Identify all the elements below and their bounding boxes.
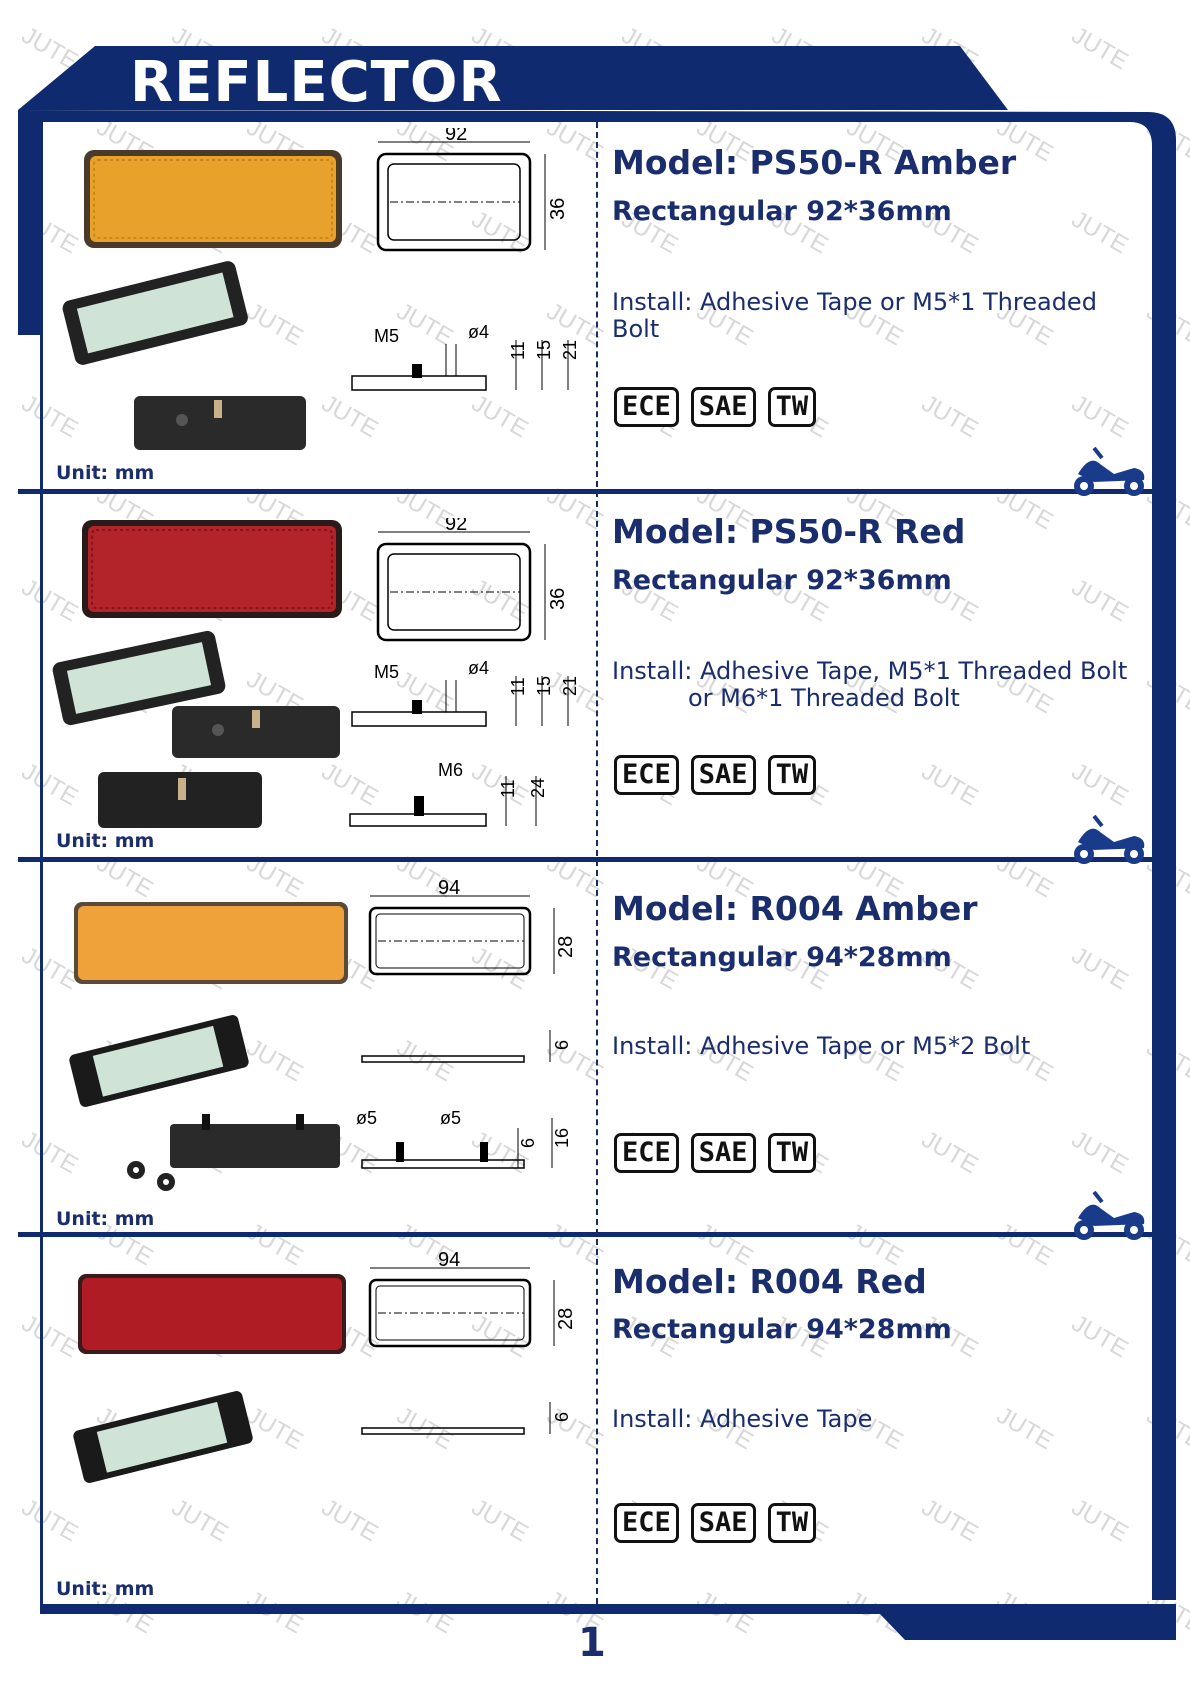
reflector-photo-back-alt	[98, 772, 262, 828]
technical-drawing-top: 94 28	[368, 1249, 577, 1348]
page-number: 1	[578, 1620, 606, 1666]
svg-text:92: 92	[445, 128, 467, 145]
svg-text:M5: M5	[374, 326, 399, 346]
svg-text:11: 11	[508, 677, 528, 696]
cert-ece: ECE	[614, 1503, 679, 1543]
cert-tw: TW	[767, 1503, 817, 1543]
page-title: REFLECTOR	[130, 50, 503, 115]
svg-text:M6: M6	[438, 760, 463, 780]
svg-text:36: 36	[547, 198, 569, 220]
model-dimensions: Rectangular 92*36mm	[612, 196, 952, 227]
reflector-photo-adhesive	[52, 630, 226, 726]
certification-badges: ECE SAE TW	[614, 1133, 817, 1173]
install-info: Install: Adhesive Tape or M5*1 Threaded …	[612, 289, 1132, 343]
svg-text:94: 94	[438, 877, 460, 899]
model-name: Model: PS50-R Amber	[612, 143, 1017, 182]
technical-drawing-side: M5 ø4 11 15 21	[351, 658, 580, 727]
install-info: Install: Adhesive Tape or M5*2 Bolt	[612, 1033, 1132, 1060]
unit-label: Unit: mm	[56, 830, 155, 852]
cert-sae: SAE	[690, 387, 756, 427]
technical-drawing-side-m6: M6 11 24	[349, 760, 548, 827]
technical-drawing-top: 94 28	[368, 877, 577, 976]
reflector-photo-back	[170, 1114, 340, 1168]
section-divider	[18, 489, 1158, 494]
svg-text:6: 6	[552, 1040, 572, 1050]
scooter-icon	[1074, 1190, 1145, 1240]
svg-text:15: 15	[534, 340, 554, 360]
cert-tw: TW	[767, 1133, 817, 1173]
model-name: Model: PS50-R Red	[612, 512, 966, 551]
svg-text:M5: M5	[374, 662, 399, 682]
cert-tw: TW	[767, 755, 817, 795]
scooter-icon	[1074, 814, 1145, 864]
svg-text:28: 28	[555, 1308, 577, 1330]
install-info: Install: Adhesive Tape, M5*1 Threaded Bo…	[612, 658, 1132, 712]
svg-text:ø5: ø5	[356, 1108, 377, 1128]
cert-sae: SAE	[690, 1133, 756, 1173]
reflector-photo-adhesive	[62, 261, 248, 365]
cert-ece: ECE	[614, 755, 679, 795]
reflector-photo-adhesive	[73, 1391, 253, 1483]
svg-text:ø4: ø4	[468, 658, 489, 678]
technical-drawing-side: 6	[361, 1402, 572, 1435]
model-dimensions: Rectangular 92*36mm	[612, 565, 952, 596]
cert-sae: SAE	[690, 1503, 756, 1543]
column-separator	[596, 122, 598, 1604]
svg-text:15: 15	[534, 676, 554, 696]
reflector-photo-back	[172, 706, 340, 758]
install-line: Install: Adhesive Tape, M5*1 Threaded Bo…	[612, 657, 1128, 685]
svg-text:21: 21	[560, 340, 580, 360]
svg-text:ø5: ø5	[440, 1108, 461, 1128]
svg-text:24: 24	[528, 778, 548, 798]
install-line: Install: Adhesive Tape or M5*2 Bolt	[612, 1032, 1031, 1060]
install-line: Install: Adhesive Tape	[612, 1405, 873, 1433]
svg-text:21: 21	[560, 676, 580, 696]
svg-text:6: 6	[518, 1138, 538, 1148]
reflector-photo-front	[78, 1274, 346, 1354]
cert-ece: ECE	[614, 387, 679, 427]
reflector-photo-front	[82, 520, 342, 618]
install-line: or M6*1 Threaded Bolt	[688, 684, 960, 712]
model-dimensions: Rectangular 94*28mm	[612, 942, 952, 973]
washers-photo	[127, 1161, 175, 1191]
install-line: Install: Adhesive Tape or M5*1 Threaded …	[612, 288, 1097, 343]
svg-text:92: 92	[445, 518, 467, 535]
svg-text:16: 16	[552, 1128, 572, 1148]
technical-drawing-side-bolts: ø5 ø5 6 16	[356, 1108, 572, 1169]
technical-drawing-top: 92 36	[376, 128, 569, 252]
unit-label: Unit: mm	[56, 1208, 155, 1230]
technical-drawing-top: 92 36	[376, 518, 569, 642]
svg-text:94: 94	[438, 1249, 460, 1271]
reflector-photo-adhesive	[69, 1015, 249, 1107]
certification-badges: ECE SAE TW	[614, 1503, 817, 1543]
svg-text:11: 11	[498, 779, 518, 798]
cert-tw: TW	[767, 387, 817, 427]
unit-label: Unit: mm	[56, 1578, 155, 1600]
svg-text:6: 6	[552, 1412, 572, 1422]
svg-text:ø4: ø4	[468, 322, 489, 342]
svg-text:36: 36	[547, 588, 569, 610]
technical-drawing-side: M5 ø4 11 15 21	[351, 322, 580, 391]
section-divider	[18, 857, 1158, 862]
model-name: Model: R004 Amber	[612, 889, 978, 928]
svg-text:28: 28	[555, 936, 577, 958]
certification-badges: ECE SAE TW	[614, 755, 817, 795]
section-divider	[18, 1232, 1158, 1237]
reflector-photo-back	[134, 396, 306, 450]
reflector-photo-front	[74, 902, 348, 984]
cert-sae: SAE	[690, 755, 756, 795]
model-dimensions: Rectangular 94*28mm	[612, 1314, 952, 1345]
technical-drawing-side: 6	[361, 1030, 572, 1063]
scooter-icon	[1074, 446, 1145, 496]
certification-badges: ECE SAE TW	[614, 387, 817, 427]
unit-label: Unit: mm	[56, 462, 155, 484]
svg-text:11: 11	[508, 341, 528, 360]
install-info: Install: Adhesive Tape	[612, 1406, 1132, 1433]
cert-ece: ECE	[614, 1133, 679, 1173]
model-name: Model: R004 Red	[612, 1262, 927, 1301]
reflector-photo-front	[84, 150, 342, 248]
